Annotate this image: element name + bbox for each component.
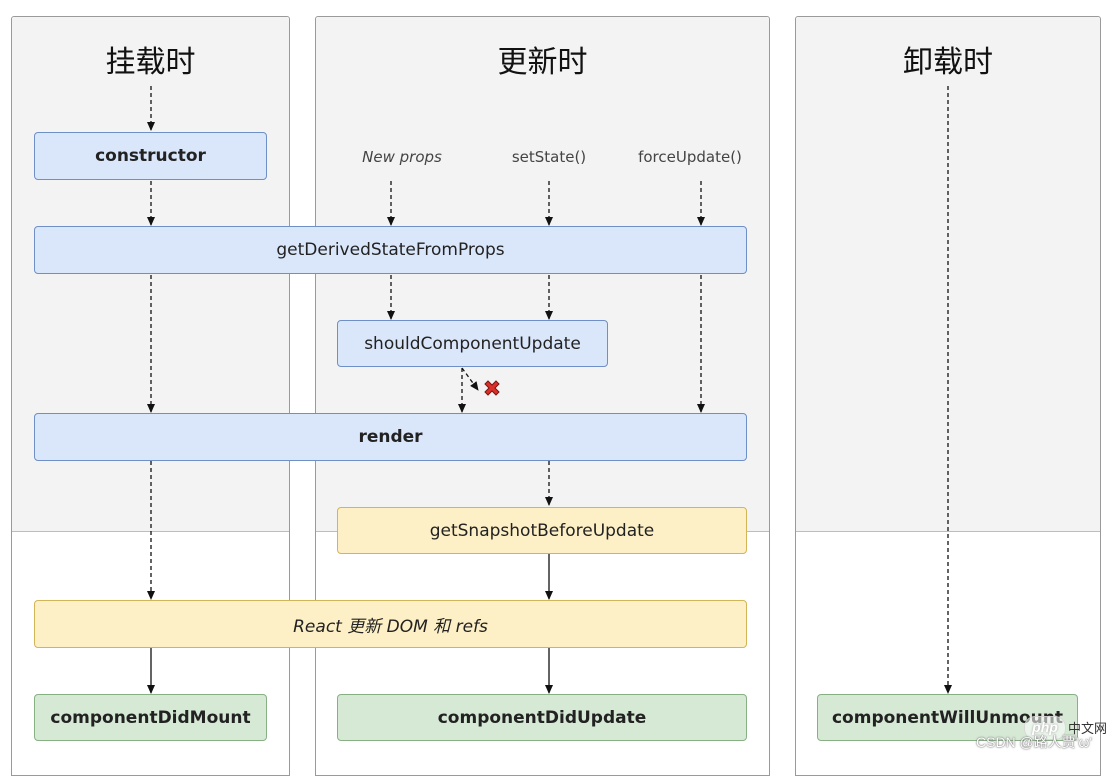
- render-phase-shade: [796, 17, 1100, 532]
- component-did-mount-box: componentDidMount: [34, 694, 267, 741]
- should-component-update-box: shouldComponentUpdate: [337, 320, 608, 367]
- unmount-column-title: 卸载时: [903, 45, 993, 80]
- update-column-title: 更新时: [497, 45, 588, 80]
- trigger-new-props: New props: [362, 148, 442, 166]
- get-derived-state-box: getDerivedStateFromProps: [34, 226, 747, 274]
- watermark-credit: CSDN @路人贾'ω': [976, 734, 1093, 750]
- php-logo-text: php: [1032, 719, 1058, 735]
- trigger-set-state: setState(): [511, 148, 587, 166]
- get-snapshot-box: getSnapshotBeforeUpdate: [337, 507, 747, 554]
- update-column: 更新时: [315, 16, 770, 776]
- constructor-box: constructor: [34, 132, 267, 180]
- component-did-update-box: componentDidUpdate: [337, 694, 747, 741]
- render-box: render: [34, 413, 747, 461]
- watermark-site: 中文网: [1068, 721, 1108, 736]
- mount-column: 挂载时: [11, 16, 290, 776]
- mount-column-title: 挂载时: [105, 45, 196, 80]
- trigger-force-update: forceUpdate(): [638, 148, 742, 166]
- php-logo: php: [1024, 716, 1066, 740]
- unmount-column: 卸载时: [795, 16, 1101, 776]
- react-update-dom-box: React 更新 DOM 和 refs: [34, 600, 747, 648]
